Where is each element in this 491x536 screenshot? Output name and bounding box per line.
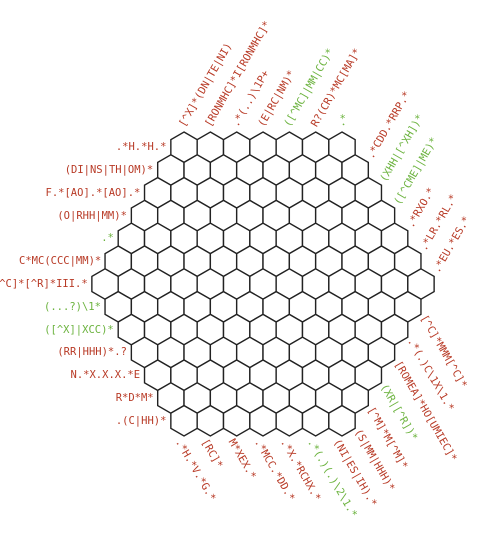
clue-left-4: (O|RHH|MM)* (57, 209, 127, 222)
clue-left-5: .* (101, 232, 114, 245)
clue-left-10: (RR|HHH)*.? (57, 346, 127, 359)
hex-cell[interactable] (249, 404, 277, 437)
clue-left-11: N.*X.X.X.*E (70, 369, 141, 382)
hex-cell[interactable] (328, 404, 356, 437)
hex-cell[interactable] (170, 404, 198, 437)
clue-left-1: .*H.*H.* (115, 141, 167, 154)
hex-cell[interactable] (196, 404, 225, 437)
hex-cell[interactable] (222, 404, 251, 437)
clue-left-13: .(C|HH)* (115, 414, 167, 427)
clue-left-3: F.*[AO].*[AO].* (45, 186, 141, 199)
clue-left-9: ([^X]|XCC)* (44, 323, 114, 336)
hex-cell[interactable] (301, 404, 330, 437)
clue-left-8: (...?)\1* (44, 300, 101, 313)
clue-left-6: C*MC(CCC|MM)* (19, 255, 102, 268)
clue-left-12: R*D*M* (115, 392, 154, 404)
clue-left-2: (DI|NS|TH|OM)* (64, 164, 154, 176)
hex-cell[interactable] (275, 404, 304, 437)
hex-cells (91, 131, 435, 437)
clue-left-7: [^C]*[^R]*III.* (0, 278, 88, 290)
